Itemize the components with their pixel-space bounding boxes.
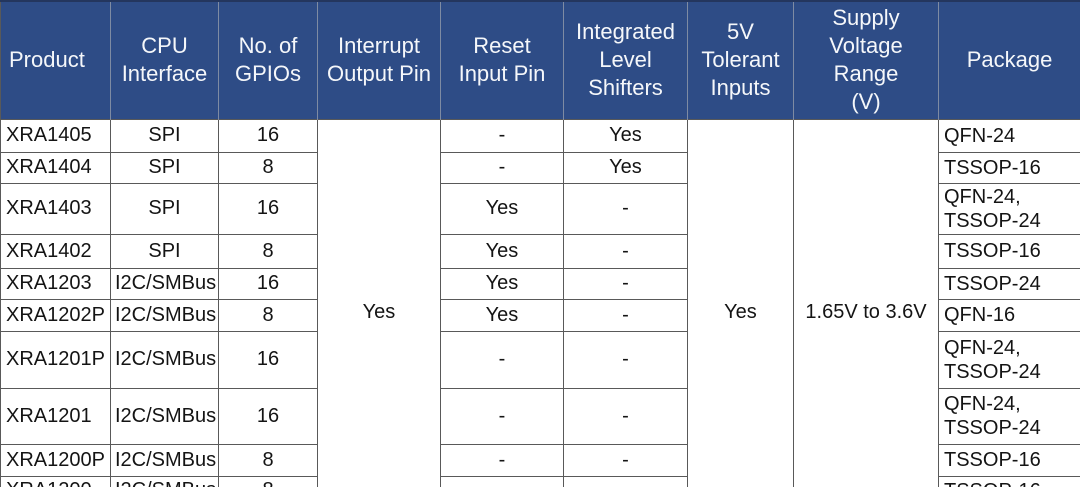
cell-integrated-level-shifters: Yes bbox=[563, 151, 688, 184]
cell-cpu-interface: SPI bbox=[110, 118, 219, 153]
cell-integrated-level-shifters: - bbox=[563, 182, 688, 235]
cell-product: XRA1200 bbox=[0, 475, 111, 487]
column-header-package: Package bbox=[938, 1, 1080, 120]
cell-no-of-gpios: 16 bbox=[218, 118, 318, 153]
column-header-product: Product bbox=[0, 1, 111, 120]
cell-cpu-interface: I2C/SMBus bbox=[110, 330, 219, 389]
cell-package: QFN-24, TSSOP-24 bbox=[938, 330, 1080, 389]
cell-no-of-gpios: 8 bbox=[218, 151, 318, 184]
cell-reset-input-pin: Yes bbox=[440, 233, 564, 269]
column-header-reset-input-pin: Reset Input Pin bbox=[440, 1, 564, 120]
cell-no-of-gpios: 16 bbox=[218, 387, 318, 445]
cell-product: XRA1202P bbox=[0, 298, 111, 332]
column-header-5v-tolerant-inputs: 5V Tolerant Inputs bbox=[687, 1, 794, 120]
cell-package: QFN-24, TSSOP-24 bbox=[938, 387, 1080, 445]
cell-reset-input-pin: - bbox=[440, 443, 564, 477]
cell-product: XRA1404 bbox=[0, 151, 111, 184]
cell-no-of-gpios: 16 bbox=[218, 330, 318, 389]
cell-product: XRA1200P bbox=[0, 443, 111, 477]
cell-no-of-gpios: 16 bbox=[218, 267, 318, 300]
cell-supply-voltage-range-merged: 1.65V to 3.6V bbox=[793, 118, 939, 487]
cell-cpu-interface: I2C/SMBus bbox=[110, 475, 219, 487]
cell-reset-input-pin: Yes bbox=[440, 182, 564, 235]
cell-cpu-interface: SPI bbox=[110, 182, 219, 235]
cell-integrated-level-shifters: - bbox=[563, 387, 688, 445]
cell-package: TSSOP-16 bbox=[938, 151, 1080, 184]
table-header: Product CPU Interface No. of GPIOs Inter… bbox=[0, 1, 1080, 120]
cell-product: XRA1203 bbox=[0, 267, 111, 300]
cell-cpu-interface: SPI bbox=[110, 151, 219, 184]
cell-integrated-level-shifters: - bbox=[563, 330, 688, 389]
cell-package: TSSOP-16 bbox=[938, 233, 1080, 269]
cell-package: TSSOP-16 bbox=[938, 443, 1080, 477]
column-header-integrated-level-shifters: Integrated Level Shifters bbox=[563, 1, 688, 120]
cell-package: QFN-16 bbox=[938, 298, 1080, 332]
cell-cpu-interface: I2C/SMBus bbox=[110, 443, 219, 477]
cell-integrated-level-shifters: Yes bbox=[563, 118, 688, 153]
cell-reset-input-pin: - bbox=[440, 118, 564, 153]
cell-product: XRA1405 bbox=[0, 118, 111, 153]
cell-package: QFN-24 bbox=[938, 118, 1080, 153]
cell-no-of-gpios: 16 bbox=[218, 182, 318, 235]
column-header-supply-voltage-range: Supply Voltage Range (V) bbox=[793, 1, 939, 120]
cell-package: QFN-24, TSSOP-24 bbox=[938, 182, 1080, 235]
header-row: Product CPU Interface No. of GPIOs Inter… bbox=[0, 1, 1080, 120]
cell-integrated-level-shifters: - bbox=[563, 267, 688, 300]
cell-reset-input-pin: - bbox=[440, 330, 564, 389]
cell-cpu-interface: I2C/SMBus bbox=[110, 267, 219, 300]
cell-product: XRA1201P bbox=[0, 330, 111, 389]
cell-integrated-level-shifters: - bbox=[563, 475, 688, 487]
cell-cpu-interface: I2C/SMBus bbox=[110, 298, 219, 332]
cell-interrupt-output-pin-merged: Yes bbox=[317, 118, 441, 487]
cell-product: XRA1402 bbox=[0, 233, 111, 269]
cell-reset-input-pin: - bbox=[440, 151, 564, 184]
cell-no-of-gpios: 8 bbox=[218, 443, 318, 477]
cell-reset-input-pin: Yes bbox=[440, 267, 564, 300]
cell-no-of-gpios: 8 bbox=[218, 298, 318, 332]
column-header-no-of-gpios: No. of GPIOs bbox=[218, 1, 318, 120]
cell-reset-input-pin: Yes bbox=[440, 298, 564, 332]
cell-reset-input-pin: - bbox=[440, 475, 564, 487]
column-header-interrupt-output-pin: Interrupt Output Pin bbox=[317, 1, 441, 120]
cell-product: XRA1201 bbox=[0, 387, 111, 445]
cell-package: TSSOP-16 bbox=[938, 475, 1080, 487]
column-header-cpu-interface: CPU Interface bbox=[110, 1, 219, 120]
cell-product: XRA1403 bbox=[0, 182, 111, 235]
cell-reset-input-pin: - bbox=[440, 387, 564, 445]
cell-no-of-gpios: 8 bbox=[218, 233, 318, 269]
cell-integrated-level-shifters: - bbox=[563, 443, 688, 477]
cell-integrated-level-shifters: - bbox=[563, 233, 688, 269]
cell-5v-tolerant-inputs-merged: Yes bbox=[687, 118, 794, 487]
cell-integrated-level-shifters: - bbox=[563, 298, 688, 332]
cell-cpu-interface: SPI bbox=[110, 233, 219, 269]
cell-package: TSSOP-24 bbox=[938, 267, 1080, 300]
cell-cpu-interface: I2C/SMBus bbox=[110, 387, 219, 445]
cell-no-of-gpios: 8 bbox=[218, 475, 318, 487]
